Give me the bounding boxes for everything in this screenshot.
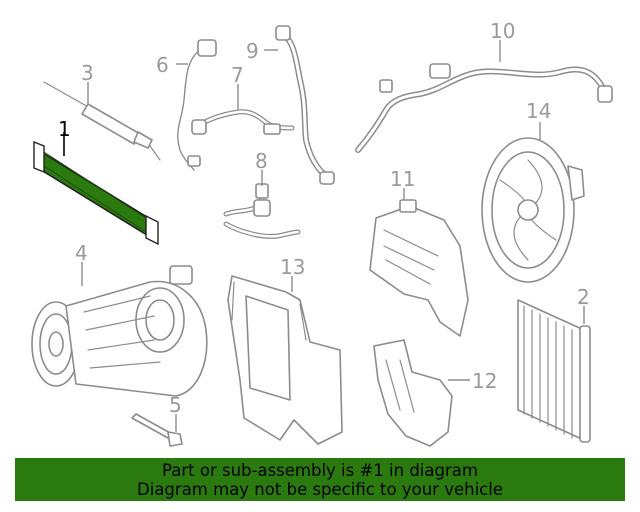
part-13-support-frame[interactable] bbox=[227, 275, 343, 445]
part-1-transmission-cooler[interactable] bbox=[33, 140, 159, 246]
part-2-condenser[interactable] bbox=[517, 299, 591, 443]
callout-10[interactable]: 10 bbox=[490, 19, 515, 43]
part-3-support-rod[interactable] bbox=[43, 81, 161, 161]
part-8-ac-line[interactable] bbox=[223, 183, 301, 239]
callout-13[interactable]: 13 bbox=[280, 255, 305, 279]
part-10-ac-line[interactable] bbox=[355, 63, 613, 153]
callout-11[interactable]: 11 bbox=[390, 167, 415, 191]
callout-5[interactable]: 5 bbox=[169, 393, 182, 417]
callout-3[interactable]: 3 bbox=[81, 61, 94, 85]
callout-2[interactable]: 2 bbox=[577, 285, 590, 309]
banner-line-1: Part or sub-assembly is #1 in diagram bbox=[162, 461, 478, 480]
callout-7[interactable]: 7 bbox=[231, 63, 244, 87]
callout-9[interactable]: 9 bbox=[246, 39, 259, 63]
callout-6[interactable]: 6 bbox=[156, 53, 169, 77]
part-9-ac-line[interactable] bbox=[275, 25, 335, 185]
part-11-air-duct[interactable] bbox=[369, 199, 469, 337]
part-12-air-guide[interactable] bbox=[373, 339, 453, 447]
info-banner: Part or sub-assembly is #1 in diagram Di… bbox=[15, 458, 625, 501]
banner-line-2: Diagram may not be specific to your vehi… bbox=[137, 480, 503, 499]
part-4-ac-compressor[interactable] bbox=[31, 265, 208, 397]
callout-14[interactable]: 14 bbox=[526, 99, 551, 123]
part-6-ac-line[interactable] bbox=[177, 39, 217, 171]
part-7-ac-line[interactable] bbox=[191, 109, 295, 135]
part-14-cooling-fan[interactable] bbox=[481, 137, 585, 283]
part-5-bolt[interactable] bbox=[131, 413, 183, 447]
callout-12[interactable]: 12 bbox=[472, 369, 497, 393]
callout-1[interactable]: 1 bbox=[58, 117, 71, 141]
callout-8[interactable]: 8 bbox=[255, 149, 268, 173]
callout-4[interactable]: 4 bbox=[75, 241, 88, 265]
parts-diagram: 1 3 6 7 9 8 bbox=[31, 19, 613, 447]
